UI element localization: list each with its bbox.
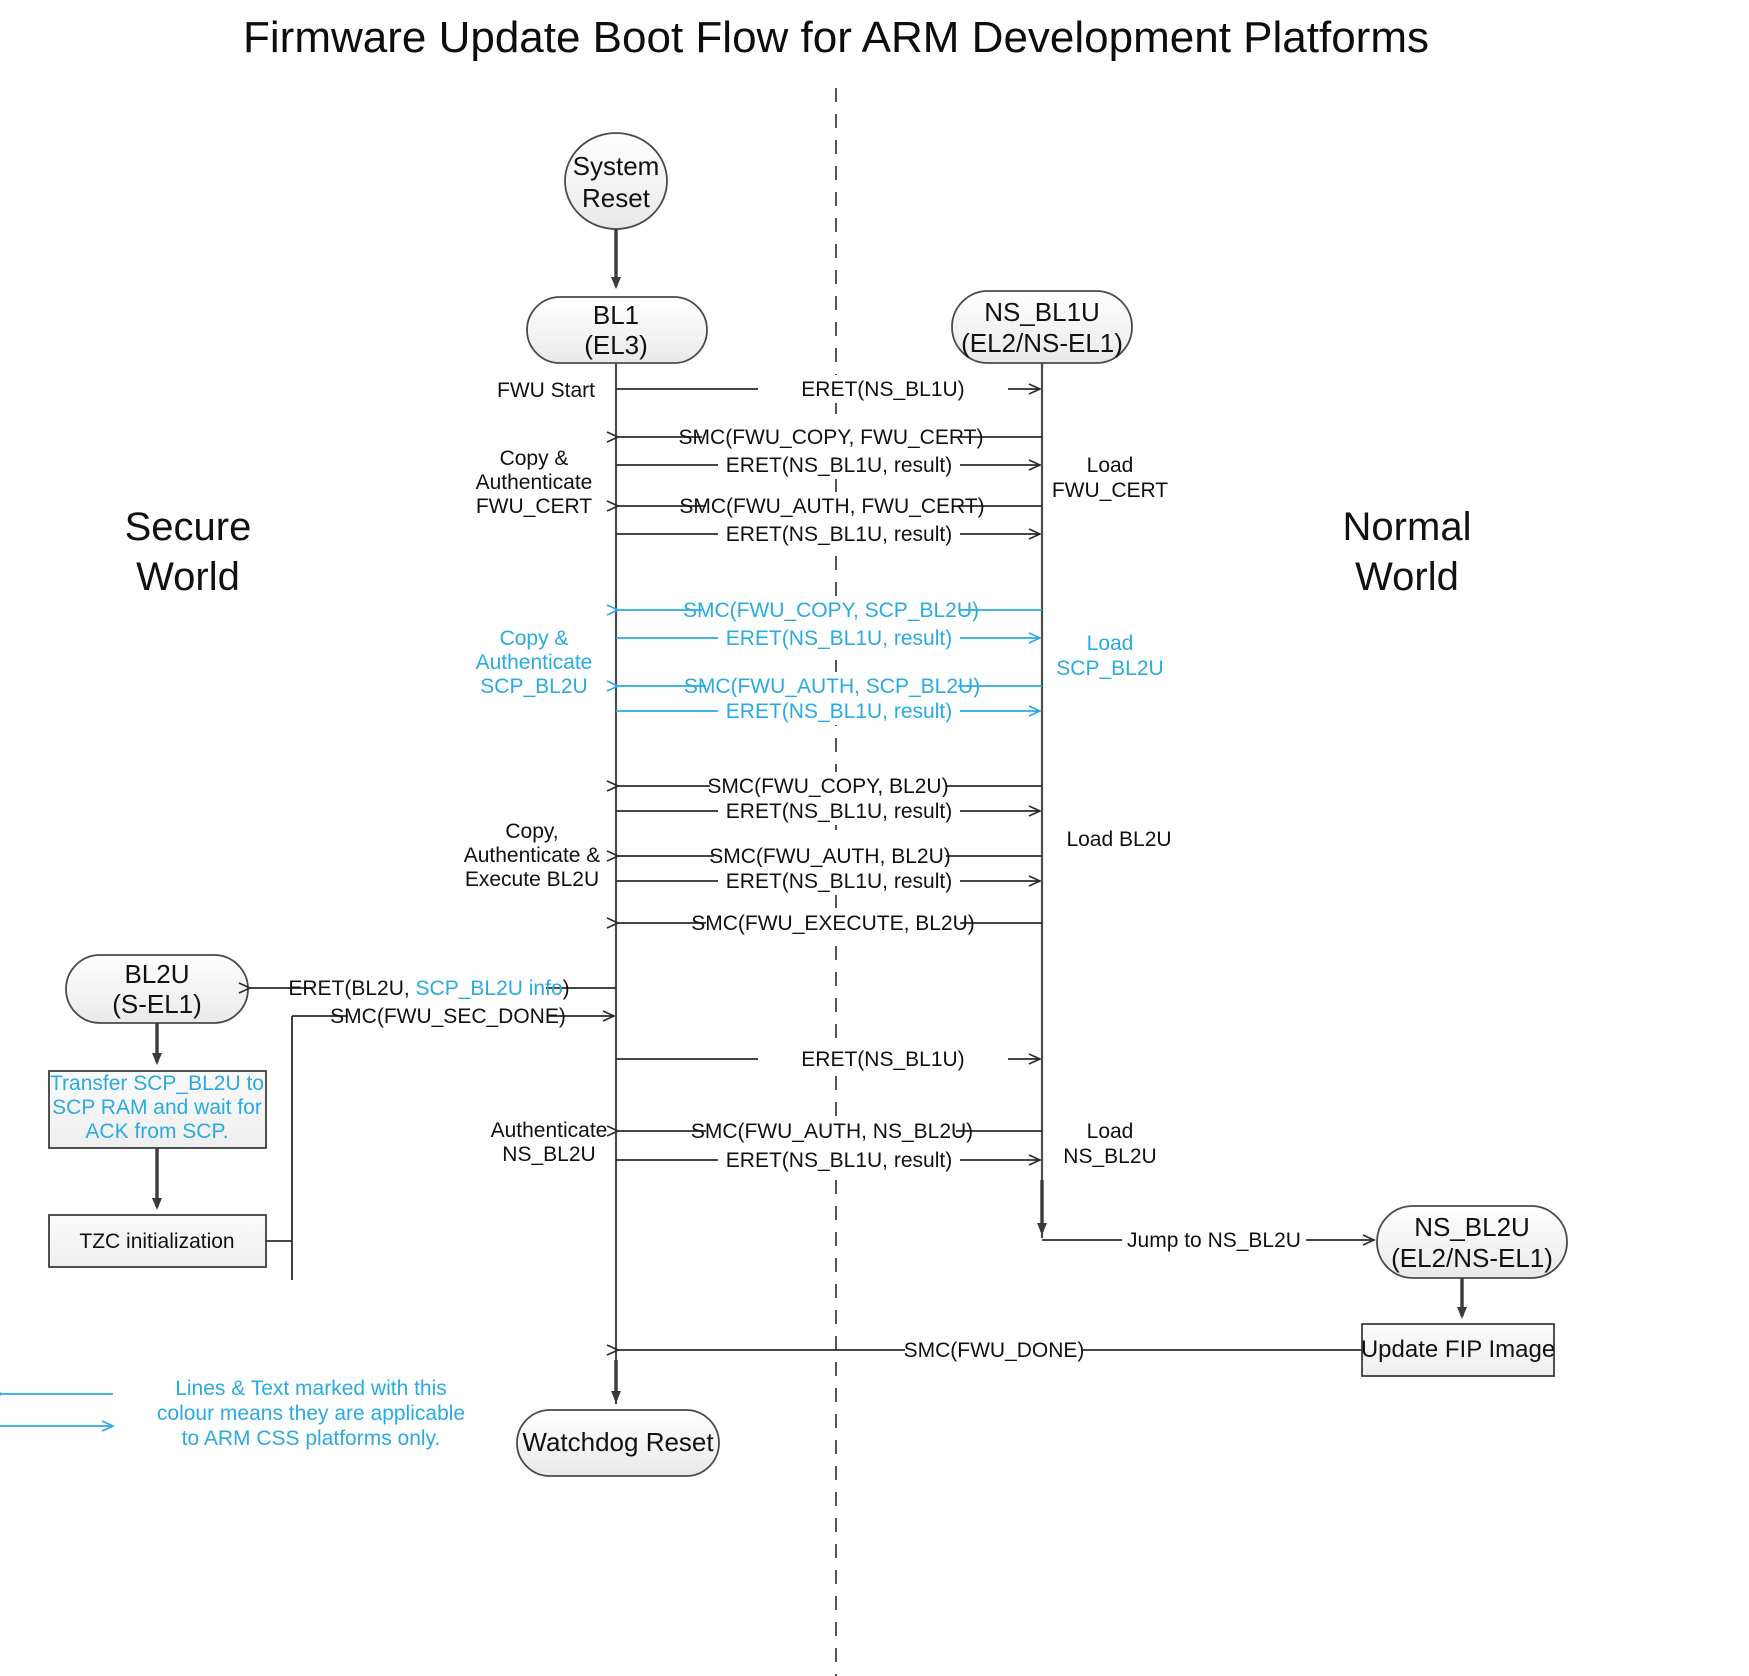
message-label-bg-16: [348, 1002, 548, 1030]
annotation-load-bl2u: Load BL2U: [1066, 828, 1171, 851]
message-label-bg-7: [718, 624, 960, 652]
transfer-box-label-line3: ACK from SCP.: [85, 1120, 228, 1143]
message-label-bg-8: [706, 672, 958, 700]
message-label-bg-11: [718, 797, 960, 825]
annotation-copy-auth-exec-bl2u-line2: Authenticate &: [464, 844, 601, 867]
message-label-7: ERET(NS_BL1U, result): [726, 627, 952, 650]
bl1-node[interactable]: [526, 296, 708, 364]
message-label-bg-15: [312, 974, 546, 1002]
ns-bl1u-label-line2: (EL2/NS-EL1): [961, 328, 1123, 358]
message-label-15: ERET(BL2U, SCP_BL2U info): [288, 977, 569, 1000]
ns-bl2u-label-line1: NS_BL2U: [1414, 1212, 1530, 1242]
update-fip-box-label: Update FIP Image: [1361, 1336, 1555, 1363]
message-label-19: ERET(NS_BL1U, result): [726, 1149, 952, 1172]
message-label-8: SMC(FWU_AUTH, SCP_BL2U): [684, 675, 980, 698]
system-reset-node[interactable]: [564, 132, 668, 230]
annotation-copy-auth-scpbl2u-line3: SCP_BL2U: [480, 675, 587, 698]
normal-world-label-line2: World: [1355, 555, 1459, 599]
annotation-copy-auth-scpbl2u-line1: Copy &: [500, 627, 569, 650]
annotation-load-scpbl2u-line2: SCP_BL2U: [1056, 657, 1163, 680]
annotation-authenticate-nsbl2u-line2: NS_BL2U: [502, 1143, 595, 1166]
annotation-load-nsbl2u-line1: Load: [1087, 1120, 1134, 1143]
message-label-bg-12: [714, 842, 946, 870]
message-label-bg-19: [718, 1146, 960, 1174]
message-label-11: ERET(NS_BL1U, result): [726, 800, 952, 823]
message-label-15-part1: ERET(BL2U,: [288, 977, 415, 1000]
annotation-copy-auth-exec-bl2u-line1: Copy,: [505, 820, 558, 843]
annotation-copy-auth-scpbl2u-line2: Authenticate: [476, 651, 593, 674]
normal-world-label-line1: Normal: [1343, 505, 1472, 549]
message-label-3: ERET(NS_BL1U, result): [726, 454, 952, 477]
annotation-load-fwucert-line1: Load: [1087, 454, 1134, 477]
message-label-5: ERET(NS_BL1U, result): [726, 523, 952, 546]
watchdog-reset-label: Watchdog Reset: [522, 1427, 714, 1457]
message-label-6: SMC(FWU_COPY, SCP_BL2U): [683, 599, 979, 622]
message-label-bg-4: [706, 492, 958, 520]
message-label-bg-5: [718, 520, 960, 548]
update-fip-image-box[interactable]: [1361, 1323, 1555, 1377]
transfer-box-label-line1: Transfer SCP_BL2U to: [50, 1072, 264, 1095]
bl2u-label-line1: BL2U: [124, 959, 189, 989]
message-label-13: ERET(NS_BL1U, result): [726, 870, 952, 893]
system-reset-label-line2: Reset: [582, 183, 651, 213]
message-label-bg-9: [718, 697, 960, 725]
message-label-bg-6: [702, 596, 960, 624]
annotation-copy-auth-fwucert-line3: FWU_CERT: [476, 495, 592, 518]
message-label-18: SMC(FWU_AUTH, NS_BL2U): [691, 1120, 973, 1143]
secure-world-label-line2: World: [136, 555, 240, 599]
message-label-21: SMC(FWU_DONE): [904, 1339, 1085, 1362]
ns-bl2u-node[interactable]: [1376, 1205, 1568, 1279]
transfer-box-label-line2: SCP RAM and wait for: [52, 1096, 262, 1119]
system-reset-label-line1: System: [573, 151, 660, 181]
message-label-bg-10: [710, 772, 946, 800]
page-title: Firmware Update Boot Flow for ARM Develo…: [243, 13, 1429, 62]
transfer-scp-bl2u-box[interactable]: [48, 1070, 267, 1149]
ns-bl1u-label-line1: NS_BL1U: [984, 297, 1100, 327]
message-label-16: SMC(FWU_SEC_DONE): [330, 1005, 566, 1028]
message-label-14: SMC(FWU_EXECUTE, BL2U): [691, 912, 975, 935]
legend-label-line2: colour means they are applicable: [157, 1402, 465, 1425]
secure-world-label-line1: Secure: [125, 505, 252, 549]
message-label-17: ERET(NS_BL1U): [801, 1048, 964, 1071]
message-label-bg-20: [1122, 1226, 1306, 1254]
watchdog-reset-node[interactable]: [516, 1409, 720, 1477]
message-label-9: ERET(NS_BL1U, result): [726, 700, 952, 723]
message-label-4: SMC(FWU_AUTH, FWU_CERT): [679, 495, 984, 518]
message-label-20: Jump to NS_BL2U: [1127, 1229, 1301, 1252]
message-label-bg-17: [758, 1045, 1008, 1073]
bl1-label-line1: BL1: [593, 300, 639, 330]
ns-bl1u-node[interactable]: [951, 290, 1133, 364]
annotation-load-fwucert-line2: FWU_CERT: [1052, 479, 1168, 502]
bl1-label-line2: (EL3): [584, 330, 648, 360]
tzc-initialization-box[interactable]: [48, 1214, 267, 1268]
message-label-10: SMC(FWU_COPY, BL2U): [707, 775, 948, 798]
legend-label-line1: Lines & Text marked with this: [175, 1377, 447, 1400]
message-label-15-part3: ): [563, 977, 570, 1000]
annotation-copy-auth-exec-bl2u-line3: Execute BL2U: [465, 868, 599, 891]
message-label-bg-1: [758, 375, 1008, 403]
annotation-fwu-start: FWU Start: [497, 379, 595, 402]
annotation-copy-auth-fwucert-line2: Authenticate: [476, 471, 593, 494]
message-label-bg-21: [905, 1336, 1083, 1364]
message-label-2: SMC(FWU_COPY, FWU_CERT): [679, 426, 984, 449]
message-label-12: SMC(FWU_AUTH, BL2U): [709, 845, 951, 868]
message-label-bg-3: [718, 451, 960, 479]
message-label-bg-18: [706, 1117, 956, 1145]
message-label-bg-14: [706, 909, 960, 937]
message-label-1: ERET(NS_BL1U): [801, 378, 964, 401]
legend-label-line3: to ARM CSS platforms only.: [182, 1427, 441, 1450]
annotation-load-scpbl2u-line1: Load: [1087, 632, 1134, 655]
annotation-authenticate-nsbl2u-line1: Authenticate: [491, 1119, 608, 1142]
tzc-box-label: TZC initialization: [79, 1230, 234, 1253]
message-label-15-part2: SCP_BL2U info: [416, 977, 563, 1000]
annotation-copy-auth-fwucert-line1: Copy &: [500, 447, 569, 470]
annotation-load-nsbl2u-line2: NS_BL2U: [1063, 1145, 1156, 1168]
bl2u-label-line2: (S-EL1): [112, 989, 202, 1019]
message-label-bg-13: [718, 867, 960, 895]
message-label-bg-2: [702, 423, 960, 451]
ns-bl2u-label-line2: (EL2/NS-EL1): [1391, 1243, 1553, 1273]
